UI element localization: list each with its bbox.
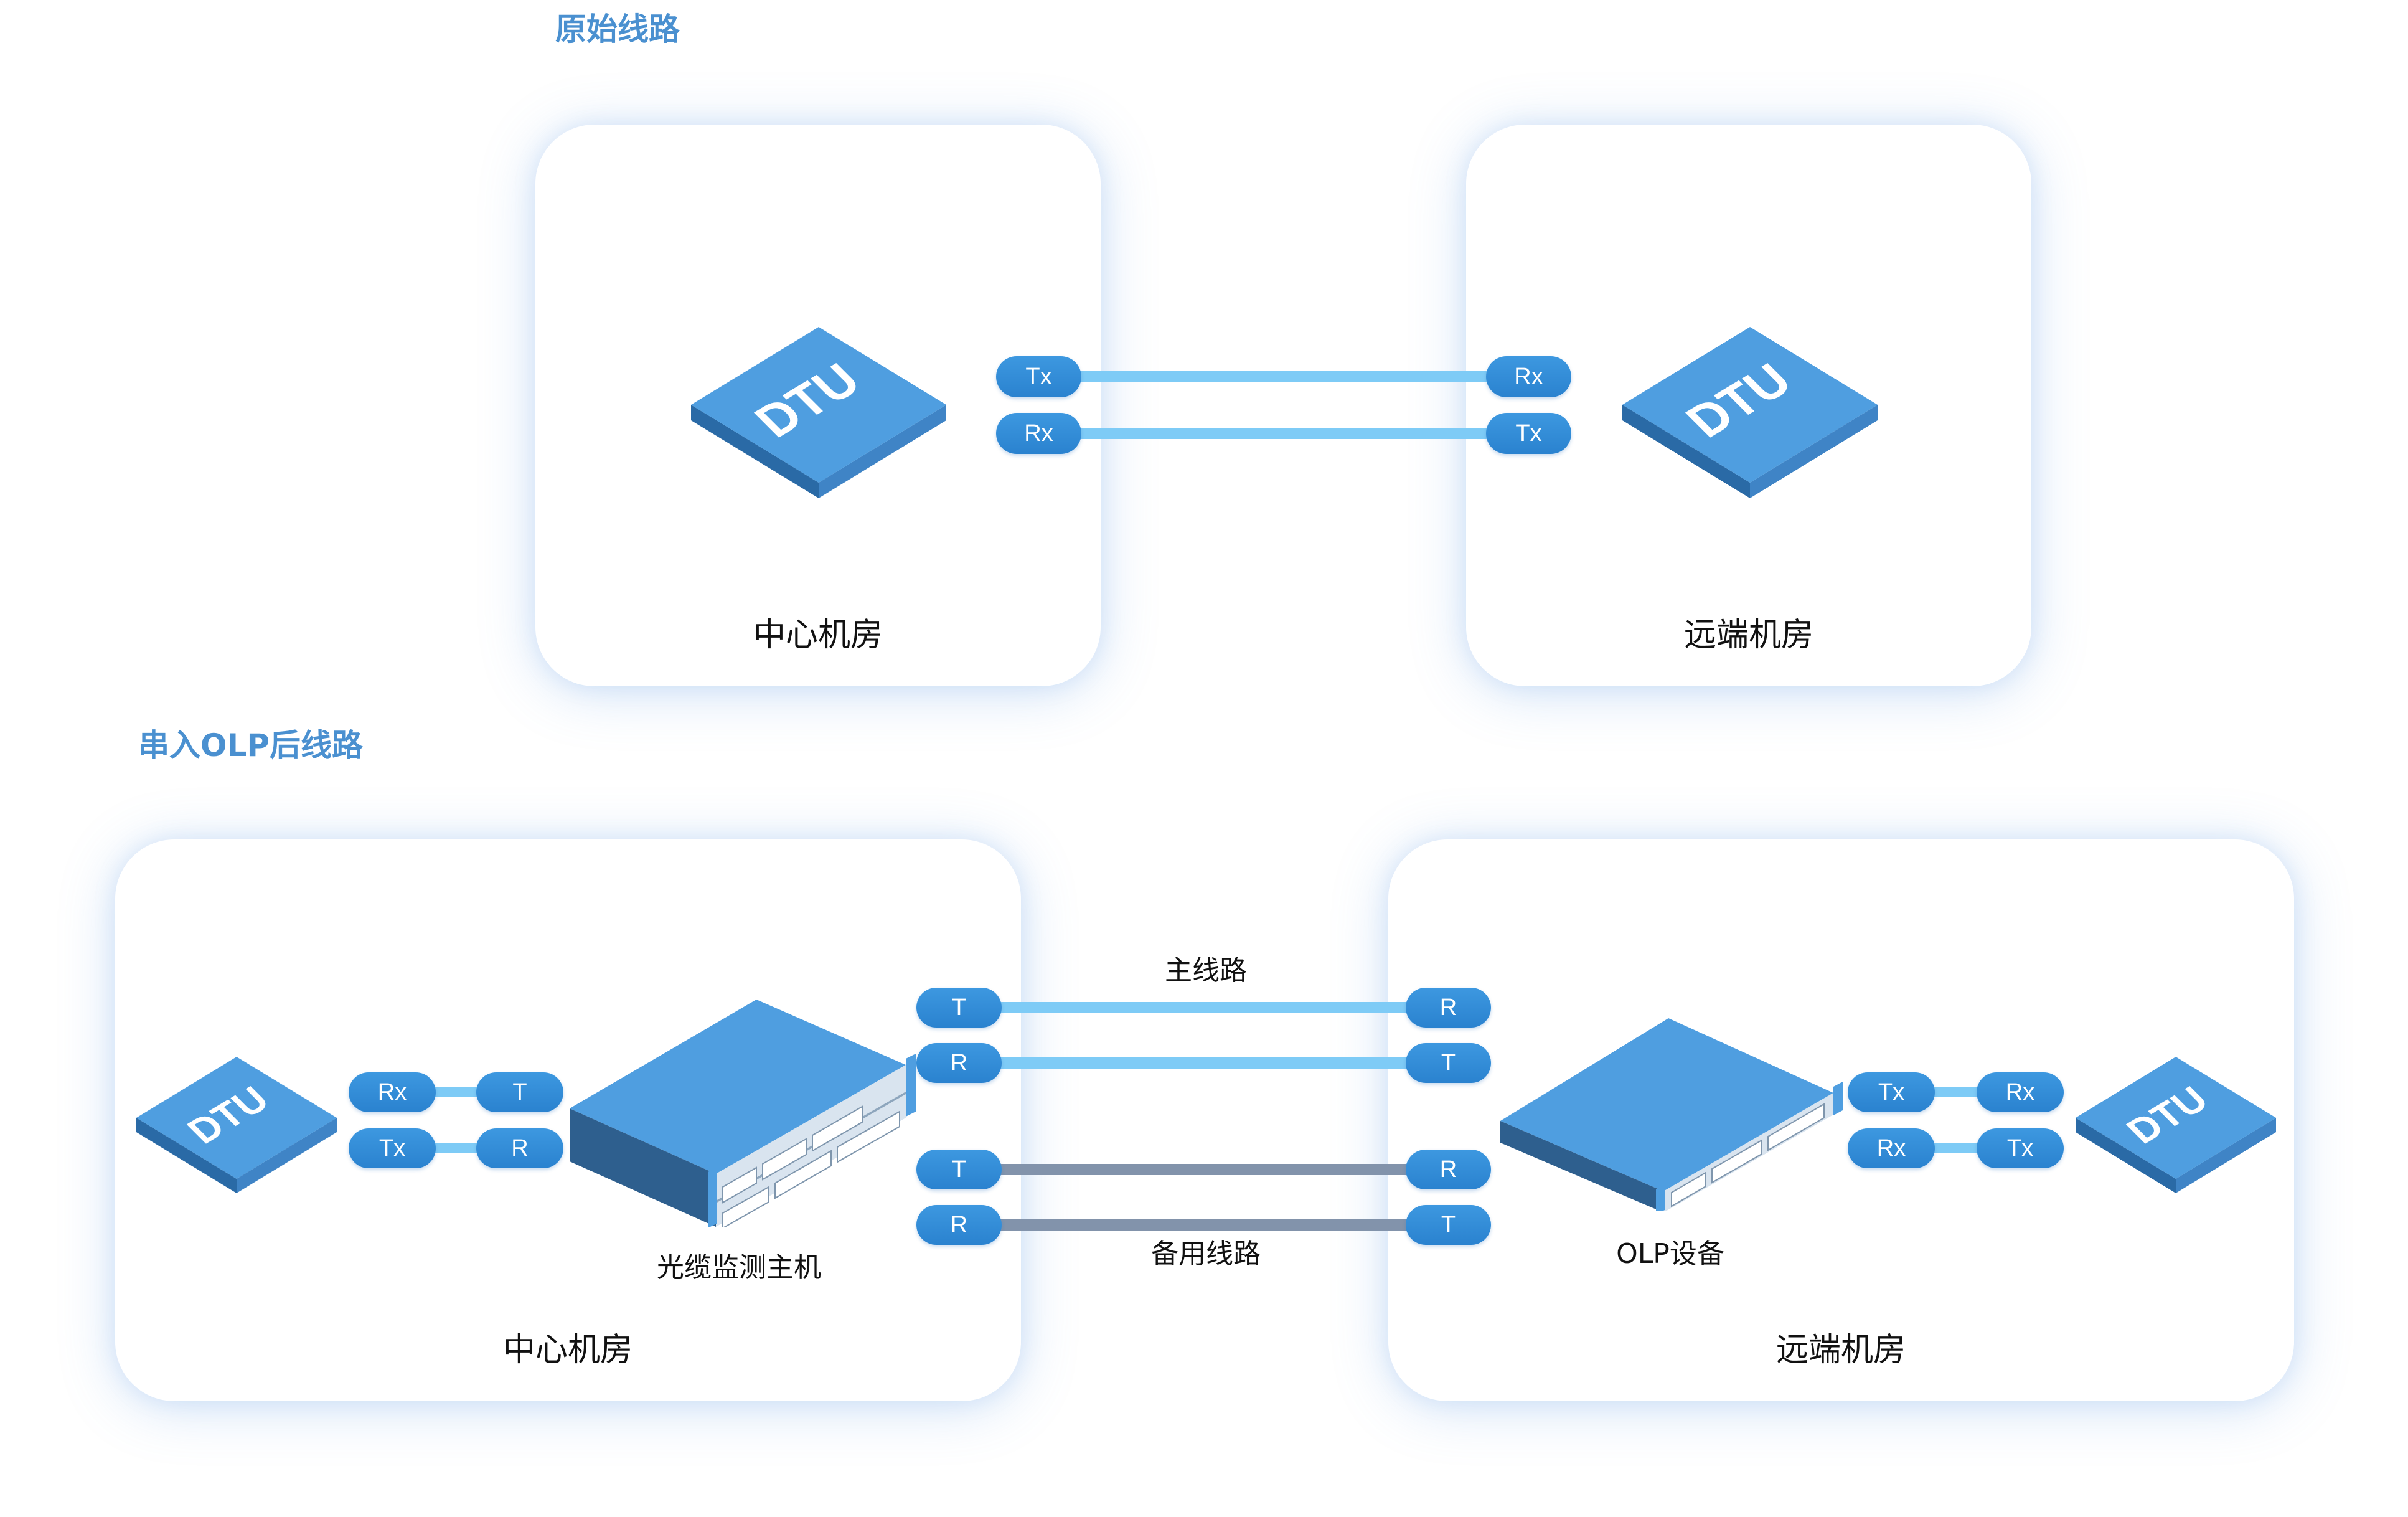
port-pill: Rx <box>1486 356 1571 397</box>
olp-caption: OLP设备 <box>1616 1238 1724 1270</box>
room-label-center: 中心机房 <box>502 1331 633 1369</box>
fiber-line-top-2 <box>1065 428 1513 439</box>
room-label-remote: 远端机房 <box>1775 1331 1906 1369</box>
jumper-pill: Tx <box>349 1128 436 1168</box>
jumper-pill: Rx <box>349 1072 436 1112</box>
backup-line-1 <box>990 1164 1457 1175</box>
jumper-pill: Rx <box>1848 1128 1935 1168</box>
port-pill: Tx <box>996 356 1081 397</box>
section-title-olp: 串入OLP后线路 <box>138 727 364 763</box>
trunk-pill-right: R <box>1406 1150 1491 1189</box>
main-line-2 <box>990 1057 1457 1069</box>
section-title-original: 原始线路 <box>555 11 680 47</box>
trunk-pill-left: T <box>916 1150 1002 1189</box>
fiber-line-top-1 <box>1065 371 1513 382</box>
dtu-device-bottom-left: DTU <box>134 1046 339 1196</box>
dtu-device-bottom-right: DTU <box>2073 1046 2279 1196</box>
jumper-pill: T <box>476 1072 563 1112</box>
trunk-pill-right: R <box>1406 988 1491 1028</box>
trunk-pill-left: R <box>916 1205 1002 1245</box>
port-pill: Tx <box>1486 413 1571 454</box>
dtu-device-top-right: DTU <box>1619 314 1881 501</box>
trunk-pill-left: R <box>916 1043 1002 1083</box>
trunk-pill-right: T <box>1406 1205 1491 1245</box>
room-label-remote: 远端机房 <box>1683 617 1814 654</box>
olp-device <box>1500 1012 1843 1211</box>
main-line-label: 主线路 <box>1165 955 1247 986</box>
main-line-1 <box>990 1002 1457 1013</box>
trunk-pill-left: T <box>916 988 1002 1028</box>
backup-line-label: 备用线路 <box>1151 1238 1261 1270</box>
room-label-center: 中心机房 <box>753 617 883 654</box>
jumper-pill: Rx <box>1977 1072 2064 1112</box>
dtu-device-top-left: DTU <box>688 314 949 501</box>
fiber-monitor-host <box>570 996 918 1227</box>
port-pill: Rx <box>996 413 1081 454</box>
host-caption: 光缆监测主机 <box>657 1252 821 1283</box>
trunk-pill-right: T <box>1406 1043 1491 1083</box>
jumper-pill: Tx <box>1977 1128 2064 1168</box>
jumper-pill: Tx <box>1848 1072 1935 1112</box>
backup-line-2 <box>990 1219 1457 1231</box>
jumper-pill: R <box>476 1128 563 1168</box>
